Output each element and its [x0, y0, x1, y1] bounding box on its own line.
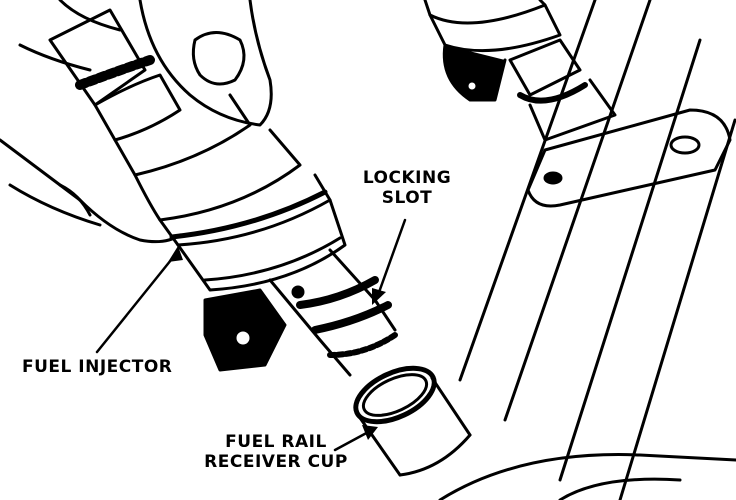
- label-fuel-injector: FUEL INJECTOR: [22, 357, 173, 377]
- arrowhead-fuel-injector: [168, 246, 183, 262]
- label-locking-slot: LOCKING SLOT: [355, 168, 459, 208]
- label-fuel-rail-line2: RECEIVER CUP: [204, 452, 348, 472]
- main-fuel-injector: [48, 8, 398, 377]
- label-fuel-rail-line1: FUEL RAIL: [225, 432, 327, 452]
- fuel-rail: [438, 0, 736, 500]
- arrowhead-receiver-cup: [362, 425, 378, 440]
- fuel-rail-receiver-cup: [353, 365, 472, 477]
- second-fuel-injector: [423, 0, 617, 142]
- hand: [0, 0, 273, 244]
- leader-line-fuel-injector: [95, 253, 177, 354]
- leader-arrowheads: [168, 246, 386, 440]
- label-locking-slot-line1: LOCKING: [362, 168, 452, 188]
- arrowhead-locking-slot: [372, 288, 386, 305]
- label-locking-slot-line2: SLOT: [381, 188, 433, 208]
- leader-line-locking-slot: [376, 218, 407, 297]
- label-fuel-rail-receiver-cup: FUEL RAIL RECEIVER CUP: [196, 432, 356, 472]
